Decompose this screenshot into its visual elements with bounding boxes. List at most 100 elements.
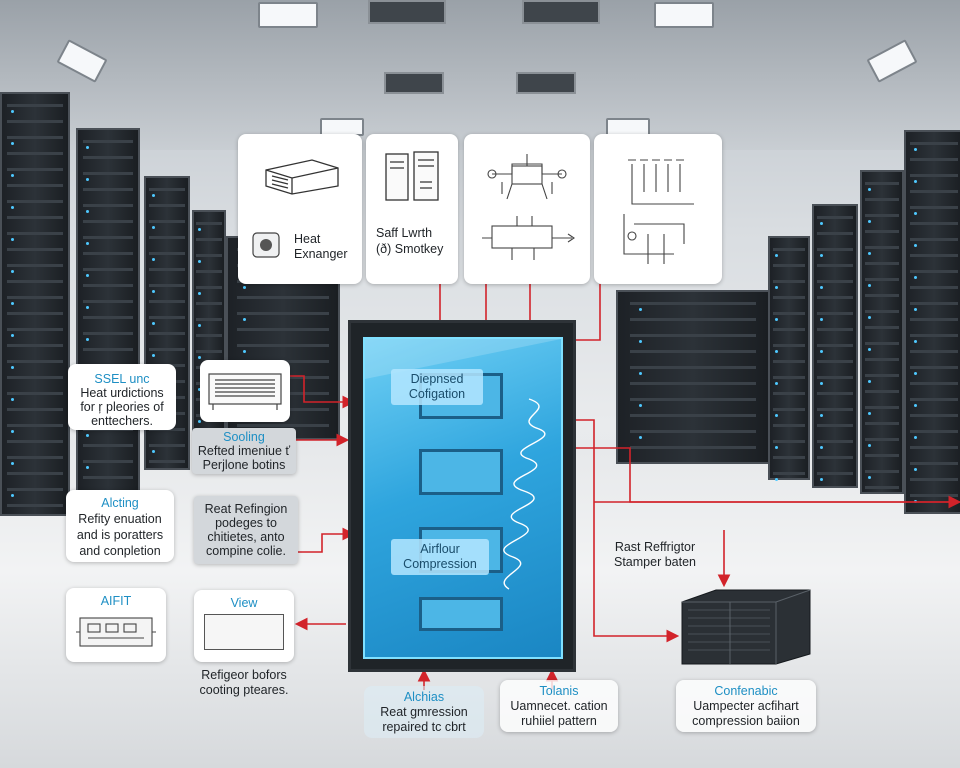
rack-slot <box>865 310 899 313</box>
rack-slot <box>149 204 185 207</box>
rack-slot <box>910 494 958 497</box>
rack-led <box>819 254 823 257</box>
rack-led <box>198 228 202 231</box>
rack-slot <box>773 424 805 427</box>
rack-slot <box>910 206 958 209</box>
rast-line1: Rast Reffrigtor <box>614 540 696 554</box>
rack-slot <box>817 472 853 475</box>
rack-slot <box>7 344 63 347</box>
rack-led <box>913 340 917 343</box>
rack-led <box>86 306 90 309</box>
rack-led <box>819 382 823 385</box>
cooling-cabinet: Diepnsed Cofigation Airflour Compression <box>348 320 576 672</box>
rack-slot <box>773 280 805 283</box>
rack-led <box>775 318 779 321</box>
rack-slot <box>82 220 134 223</box>
rack-slot <box>910 174 958 177</box>
rack-slot <box>7 120 63 123</box>
rack-slot <box>149 332 185 335</box>
alcting-line1: Refity enuation <box>78 512 162 526</box>
rack-slot <box>82 140 134 143</box>
reat-line3: chitietes, anto <box>207 530 285 544</box>
rack-led <box>11 206 15 209</box>
view-card: View <box>194 590 294 662</box>
reat-line2: podeges to <box>215 516 277 530</box>
rack-slot <box>7 296 63 299</box>
rack-slot <box>910 382 958 385</box>
rack-slot <box>196 350 222 353</box>
rack-slot <box>7 184 63 187</box>
rack-slot <box>82 460 134 463</box>
rack-led <box>913 404 917 407</box>
rack-slot <box>817 456 853 459</box>
alchias-label-card: Alchias Reat gmression repaired tc cbrt <box>364 686 484 738</box>
rack-slot <box>773 456 805 459</box>
rack-slot <box>910 254 958 257</box>
rack-slot <box>773 248 805 251</box>
rack-slot <box>910 222 958 225</box>
rack-led <box>819 478 823 481</box>
rack-led <box>639 436 642 439</box>
rack-slot <box>910 446 958 449</box>
rack-slot <box>865 262 899 265</box>
rack-slot <box>149 460 185 463</box>
rack-led <box>11 494 15 497</box>
air-unit-icon <box>208 373 282 410</box>
rack-slot <box>630 398 756 401</box>
rack-led <box>11 270 15 273</box>
rack-led <box>639 340 642 343</box>
refigeor-line2: cooting pteares. <box>199 683 289 697</box>
schematic-card-2 <box>594 134 722 284</box>
rack-led <box>775 414 779 417</box>
heat-exchanger-line1: Heat <box>294 232 321 246</box>
rack-slot <box>149 284 185 287</box>
rack-slot <box>630 334 756 337</box>
rack-led <box>867 188 871 191</box>
rack-slot <box>817 392 853 395</box>
rack-led <box>819 286 823 289</box>
rack-led <box>867 348 871 351</box>
rack-slot <box>865 214 899 217</box>
view-title: View <box>230 596 258 610</box>
rack-led <box>86 210 90 213</box>
rack-slot <box>236 344 330 347</box>
rack-slot <box>82 316 134 319</box>
rack-slot <box>865 342 899 345</box>
rack-led <box>243 318 247 321</box>
rack-led <box>11 238 15 241</box>
rack-slot <box>910 190 958 193</box>
rack-led <box>198 420 202 423</box>
rack-slot <box>910 462 958 465</box>
rack-slot <box>865 278 899 281</box>
alcting-line3: and conpletion <box>79 544 161 558</box>
rack-led <box>243 350 247 353</box>
rack-slot <box>817 424 853 427</box>
rack-slot <box>817 408 853 411</box>
rack-led <box>198 260 202 263</box>
rack-led <box>819 414 823 417</box>
rack-slot <box>910 430 958 433</box>
rack-slot <box>82 476 134 479</box>
rack-slot <box>910 142 958 145</box>
rack-slot <box>865 198 899 201</box>
ssel-label-card: SSEL unc Heat urdictions for ŗ pleories … <box>68 364 176 430</box>
ceiling-vent <box>384 72 444 94</box>
rack-diagram-icon <box>76 617 156 647</box>
rack-led <box>913 308 917 311</box>
server-rack-left <box>76 128 140 492</box>
rack-slot <box>865 230 899 233</box>
rack-slot <box>817 280 853 283</box>
rack-slot <box>149 252 185 255</box>
rack-slot <box>149 236 185 239</box>
arrow-reat <box>298 527 356 553</box>
rack-slot <box>82 204 134 207</box>
rack-led <box>867 444 871 447</box>
rack-slot <box>865 390 899 393</box>
air-unit-card <box>200 360 290 422</box>
rack-slot <box>7 472 63 475</box>
rack-led <box>86 466 90 469</box>
rack-slot <box>630 382 756 385</box>
rack-slot <box>630 446 756 449</box>
heat-exchanger-line2: Exnanger <box>294 247 348 261</box>
cabinet-tag-bottom-line1: Airflour <box>420 542 460 556</box>
